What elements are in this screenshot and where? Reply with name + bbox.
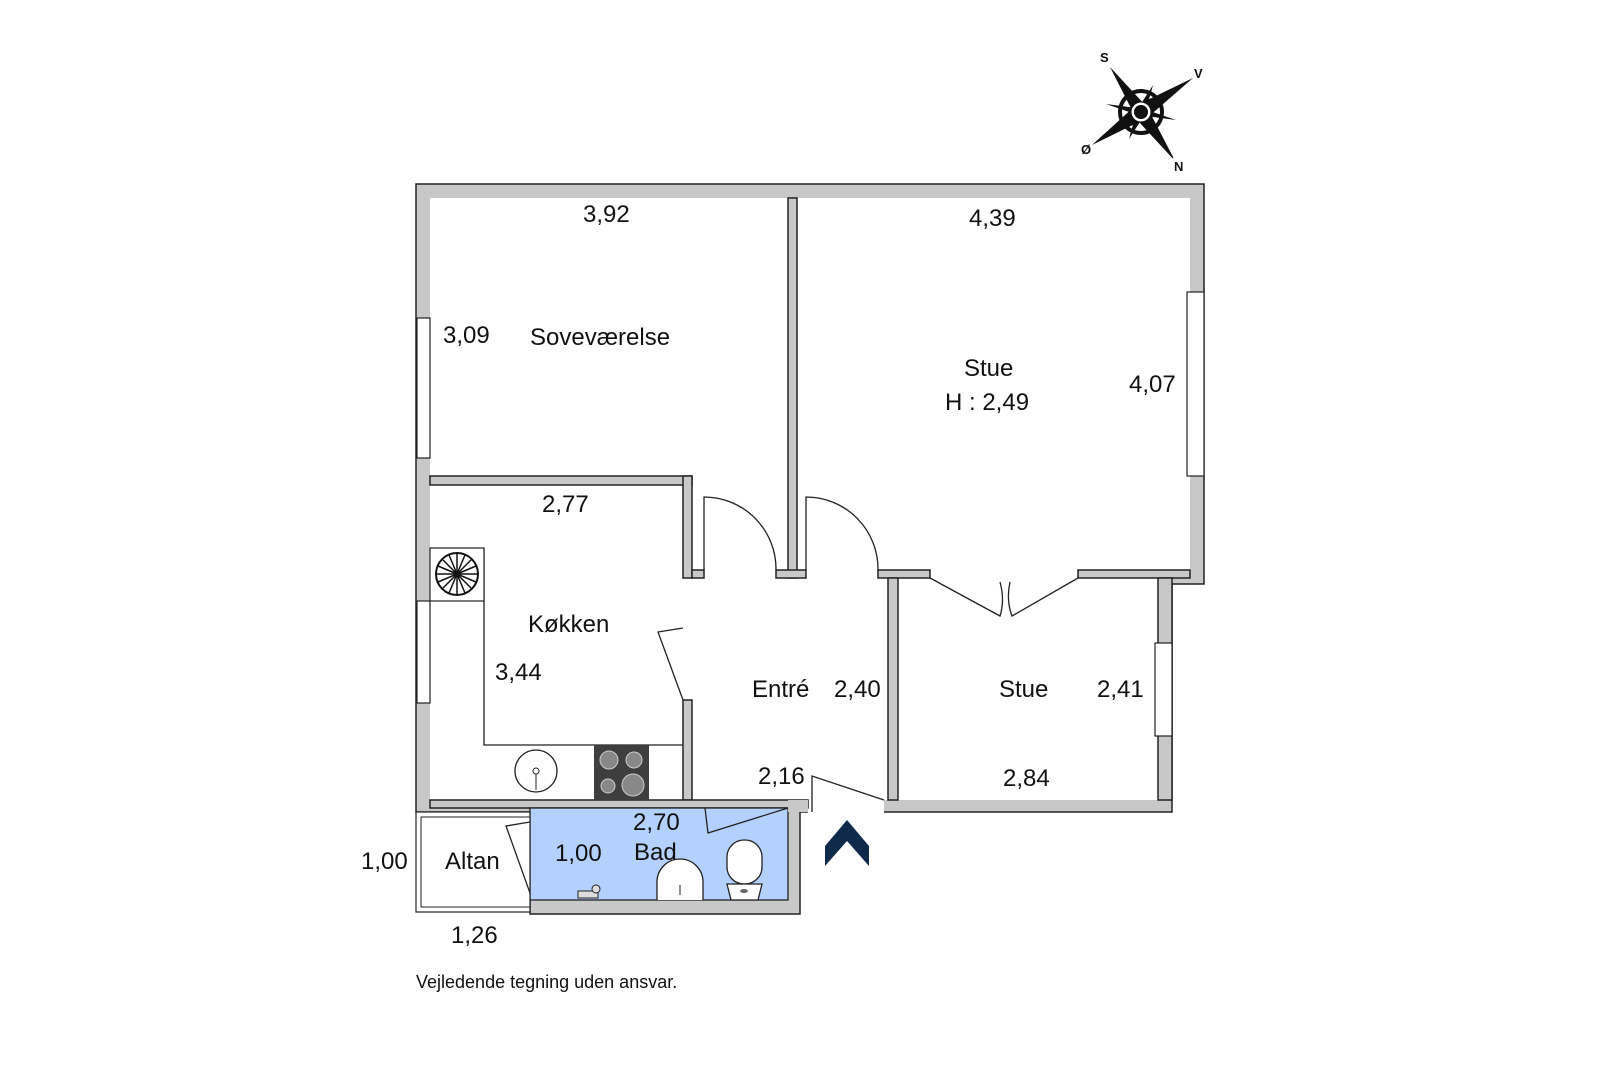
- window: [416, 317, 431, 459]
- living-large-name: Stue: [964, 355, 1013, 382]
- balcony-width: 1,26: [451, 922, 498, 949]
- balcony-depth: 1,00: [361, 848, 408, 875]
- doors: [505, 496, 1079, 894]
- living-small-name: Stue: [999, 676, 1048, 703]
- toilet-icon: [726, 839, 763, 901]
- faucet-icon: [577, 884, 601, 899]
- bath-width: 2,70: [633, 809, 680, 836]
- living-large-height: H : 2,49: [945, 389, 1029, 416]
- bath-name: Bad: [634, 839, 677, 866]
- living-small-width: 2,84: [1003, 765, 1050, 792]
- sink-icon: [514, 749, 558, 793]
- compass-rose-icon: S V Ø N: [1081, 50, 1203, 174]
- interior-floor: [430, 198, 1190, 800]
- window: [1186, 291, 1205, 477]
- kitchen-width: 2,77: [542, 491, 589, 518]
- entrance-opening: [808, 799, 884, 813]
- interior-walls: [429, 197, 1191, 809]
- entrance-arrow-icon: [825, 820, 869, 866]
- window: [416, 600, 431, 704]
- bedroom-name: Soveværelse: [530, 324, 670, 351]
- hall-name: Entré: [752, 676, 809, 703]
- ventilation-fan-icon: [429, 547, 485, 602]
- compass-north-label: N: [1174, 159, 1183, 174]
- disclaimer: Vejledende tegning uden ansvar.: [416, 972, 677, 992]
- living-large-depth: 4,07: [1129, 371, 1176, 398]
- washbasin-icon: [656, 858, 704, 900]
- kitchen-depth: 3,44: [495, 659, 542, 686]
- compass-west-label: V: [1194, 66, 1203, 81]
- kitchen-name: Køkken: [528, 611, 609, 638]
- living-small-depth: 2,41: [1097, 676, 1144, 703]
- window: [1154, 642, 1173, 737]
- hall-width: 2,16: [758, 763, 805, 790]
- compass-south-label: S: [1100, 50, 1109, 65]
- living-large-width: 4,39: [969, 205, 1016, 232]
- bedroom-depth: 3,09: [443, 322, 490, 349]
- hall-depth: 2,40: [834, 676, 881, 703]
- balcony-name: Altan: [445, 848, 500, 875]
- bedroom-width: 3,92: [583, 201, 630, 228]
- bath-depth: 1,00: [555, 840, 602, 867]
- balcony-floor: [415, 811, 531, 913]
- stove-icon: [594, 745, 649, 800]
- compass-east-label: Ø: [1081, 142, 1091, 157]
